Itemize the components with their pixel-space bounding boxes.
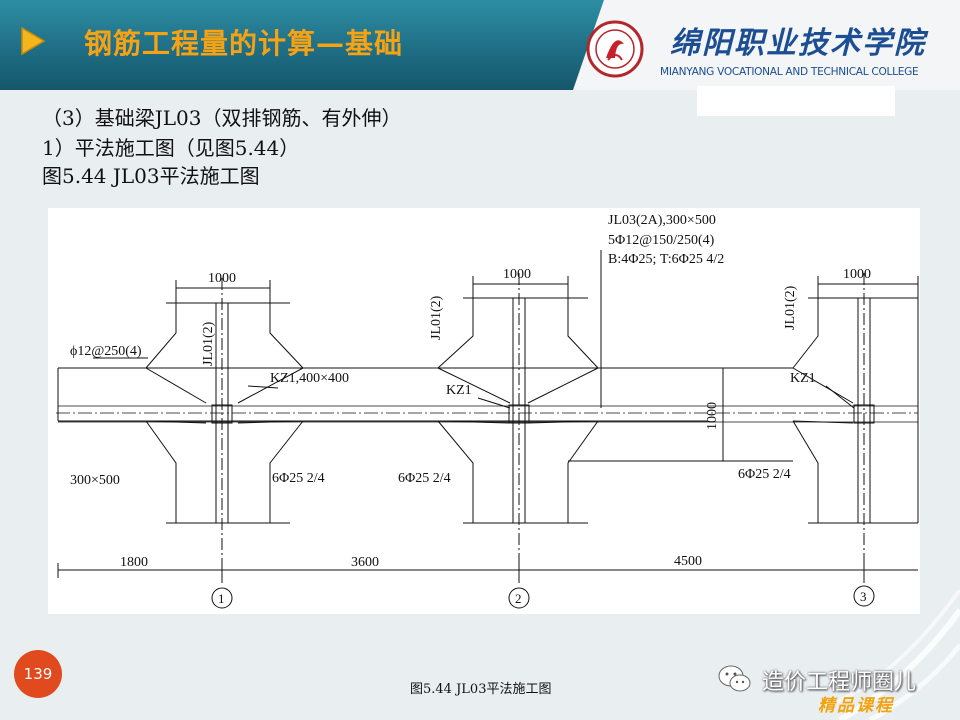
jl01-label-2: JL01(2) (429, 295, 444, 340)
watermark-text: 造价工程师圈儿 (762, 670, 917, 695)
width-dim-2: 1000 (503, 267, 531, 282)
section-heading: （3）基础梁JL03（双排钢筋、有外伸） (42, 106, 402, 130)
width-dim-1: 1000 (208, 271, 236, 286)
rebar-label-1: 6Φ25 2/4 (272, 471, 325, 486)
page-number-badge: 139 (14, 650, 62, 698)
height-dim: 1000 (705, 402, 720, 430)
dim-4500: 4500 (674, 554, 702, 569)
jl01-label-1: JL01(2) (201, 321, 216, 366)
wechat-icon (718, 665, 751, 692)
axis-bubble-2 (508, 587, 530, 609)
blank-box (697, 86, 895, 116)
axis-bubble-1 (211, 587, 233, 609)
column-label-1: KZ1,400×400 (270, 371, 349, 386)
college-name-cn: 绵阳职业技术学院 (670, 26, 926, 61)
axis-label-3: 3 (860, 589, 867, 604)
course-label: 精品课程 (818, 696, 894, 716)
column-label-2: KZ1 (446, 383, 472, 398)
column-label-3: KZ1 (790, 371, 816, 386)
figure-caption: 图5.44 JL03平法施工图 (410, 682, 552, 697)
rebar-label-2: 6Φ25 2/4 (398, 471, 451, 486)
beam-label-1: JL03(2A),300×500 (608, 213, 716, 228)
section-label: 300×500 (70, 473, 120, 488)
college-name-en: MIANYANG VOCATIONAL AND TECHNICAL COLLEG… (660, 66, 919, 78)
axis-label-1: 1 (218, 591, 225, 606)
figure-title: 图5.44 JL03平法施工图 (42, 164, 260, 188)
width-dim-3: 1000 (843, 267, 871, 282)
college-emblem-icon (586, 20, 644, 78)
slide-title: 钢筋工程量的计算—基础 (84, 27, 404, 60)
stirrup-label: ϕ12@250(4) (70, 344, 142, 359)
decorative-curves (820, 590, 960, 720)
dim-1800: 1800 (120, 555, 148, 570)
axis-label-2: 2 (515, 591, 522, 606)
jl01-label-3: JL01(2) (783, 285, 798, 330)
beam-label-3: B:4Φ25; T:6Φ25 4/2 (608, 252, 724, 267)
beam-label-2: 5Φ12@150/250(4) (608, 233, 715, 248)
play-icon (21, 26, 46, 56)
dim-3600: 3600 (351, 555, 379, 570)
beam-drawing-svg: JL03(2A),300×500 5Φ12@150/250(4) B:4Φ25;… (56, 213, 919, 609)
subsection-heading: 1）平法施工图（见图5.44） (42, 136, 300, 160)
beam-drawing: JL03(2A),300×500 5Φ12@150/250(4) B:4Φ25;… (48, 208, 920, 614)
rebar-label-3: 6Φ25 2/4 (738, 467, 791, 482)
axis-bubble-3 (853, 585, 875, 607)
